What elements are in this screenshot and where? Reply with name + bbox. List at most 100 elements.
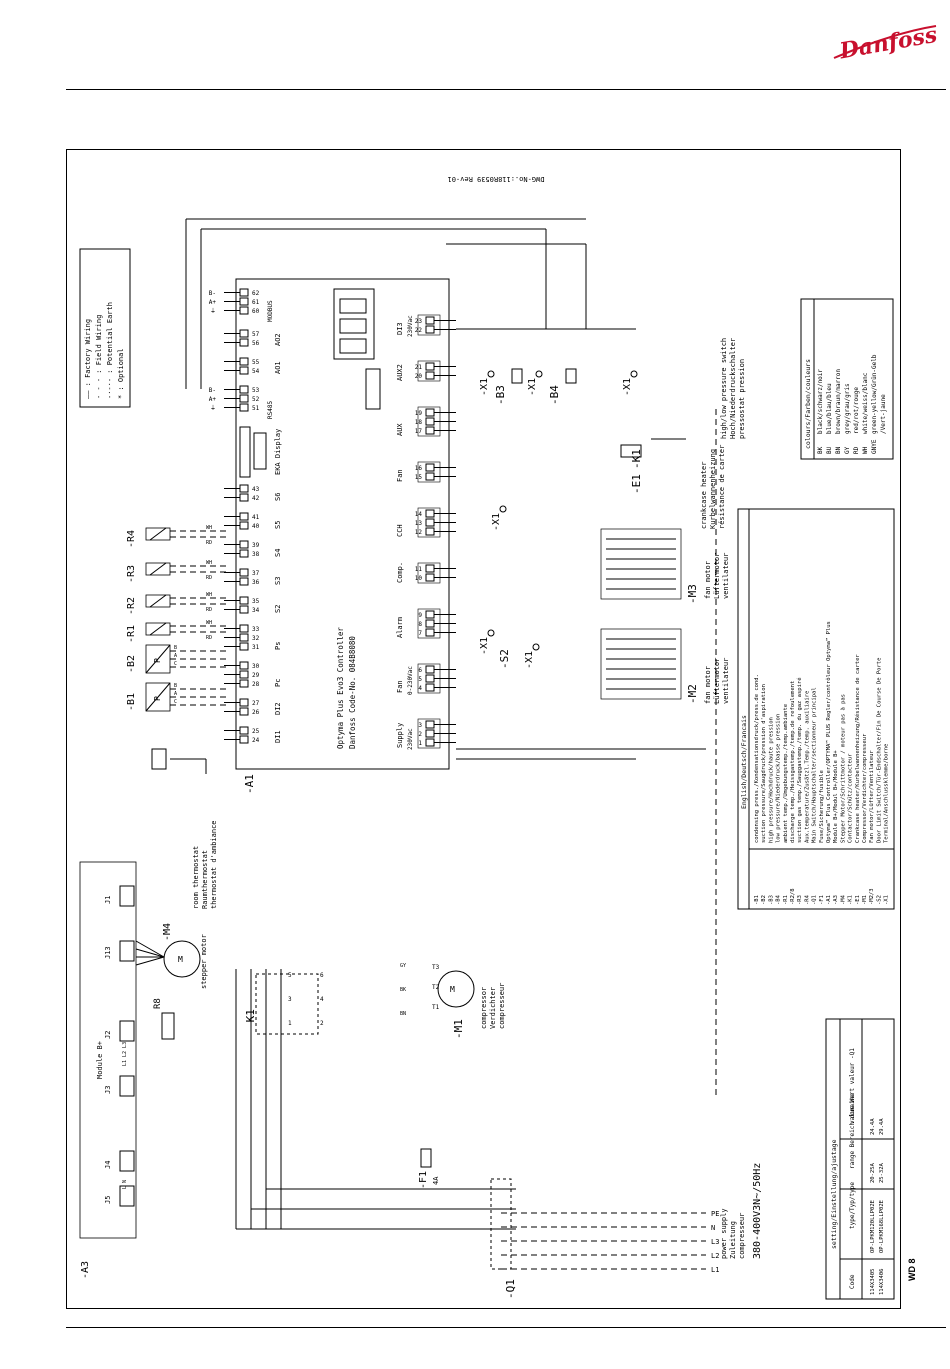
- component-code: -F1: [819, 895, 825, 905]
- terminal-number: 52: [252, 396, 260, 403]
- motor-symbol: M: [178, 955, 183, 964]
- terminal-number: 34: [252, 607, 260, 614]
- supply-voltage: 380-400V3N~/50Hz: [752, 1163, 763, 1259]
- stepper-caption: stepper motor: [200, 934, 208, 989]
- terminal-screw: [239, 385, 249, 394]
- heater-caption: Kurbelwannenheizung: [709, 449, 717, 529]
- terminal-screw: [425, 316, 435, 325]
- terminal-number: 11: [415, 566, 423, 573]
- terminal-number: 27: [252, 700, 260, 707]
- supply-caption: Zuleitung: [729, 1221, 737, 1259]
- compressor-terminal: T3: [432, 964, 440, 971]
- terminal-screw: [239, 357, 249, 366]
- wire-pin: C: [174, 699, 177, 705]
- component-code: -B4: [776, 894, 782, 905]
- seven-seg-digit: [339, 338, 367, 354]
- colour-name: red/rot/rouge: [853, 387, 860, 434]
- module-bplus-box: [79, 861, 137, 1239]
- component-code: -R1: [783, 895, 789, 905]
- terminal-screw: [239, 670, 249, 679]
- terminal-screw: [239, 568, 249, 577]
- supply-label: L2: [711, 1252, 719, 1260]
- component-desc: Aux.temperature/Zusätzl.Temp./temp. auxi…: [804, 691, 810, 843]
- terminal-group-label: DI3: [396, 322, 404, 335]
- terminal-number: 22: [415, 327, 423, 334]
- terminal-screw: [239, 605, 249, 614]
- terminal-screw: [239, 735, 249, 744]
- terminal-screw: [239, 493, 249, 502]
- terminal-group-label: S5: [274, 521, 282, 529]
- colour-code: BK: [817, 446, 824, 454]
- eka-display-label: EKA Display: [274, 429, 282, 475]
- settings-header: type/Typ/type: [849, 1182, 856, 1229]
- terminal-screw: [239, 366, 249, 375]
- fan-caption: ventilateur: [722, 658, 730, 704]
- terminal-group-sub: 230Vac: [407, 728, 414, 750]
- wire-colour: RD: [206, 635, 212, 641]
- terminal-number: 30: [252, 663, 260, 670]
- terminal-screw: [239, 596, 249, 605]
- component-desc: high pressure/Hochdruck/haute pression: [768, 717, 774, 843]
- sensor-ref: -B1: [126, 693, 137, 711]
- component-desc: low pressure/Niederdruck/basse pression: [776, 714, 782, 843]
- ntc-sensor: [145, 527, 171, 541]
- module-label: Module B+: [96, 1041, 104, 1079]
- supply-label: PE: [711, 1210, 719, 1218]
- wire-colour: BK: [400, 987, 406, 993]
- relay-box: [417, 718, 441, 749]
- module-terminal-label: J13: [104, 946, 112, 959]
- transducer-symbol: P: [153, 696, 162, 701]
- terminal-screw: [425, 683, 435, 692]
- compressor-caption: compressor: [480, 987, 488, 1029]
- terminal-screw: [239, 624, 249, 633]
- stepper-motor-m4: [163, 940, 201, 978]
- terminal-number: 4: [418, 685, 422, 692]
- relay-box: [417, 360, 441, 382]
- transducer-diagonal: [145, 644, 171, 674]
- sheet-code: WD 8: [907, 1258, 917, 1282]
- x1-ref: -X1: [524, 651, 535, 669]
- terminal-screw: [425, 463, 435, 472]
- component-code: -K1: [848, 895, 854, 905]
- ntc-diagonal: [149, 594, 167, 608]
- terminal-group-label: S3: [274, 577, 282, 585]
- r8-ref: R8: [153, 998, 163, 1009]
- settings-header: range Bereich domaine: [849, 1093, 856, 1169]
- terminal-screw: [425, 738, 435, 747]
- terminal-group-label: DI2: [274, 702, 282, 715]
- heater-caption: crankcase heater: [700, 462, 708, 529]
- compressor-terminal: T1: [432, 1004, 440, 1011]
- terminal-screw: [239, 661, 249, 670]
- terminal-screw: [425, 472, 435, 481]
- wire-pin: A: [174, 691, 177, 697]
- fuse-f1: [420, 1148, 432, 1168]
- contact-number: 5: [288, 972, 292, 979]
- drawing-frame: [66, 149, 901, 1309]
- terminal-number: 24: [252, 737, 260, 744]
- x1-ref: -X1: [622, 378, 633, 396]
- terminal-group-label: S2: [274, 605, 282, 613]
- terminal-number: 36: [252, 579, 260, 586]
- heater-ref: -E1: [630, 474, 643, 494]
- pressure-caption: Hoch/Niederdruckschalter: [729, 338, 737, 439]
- terminal-number: 20: [415, 373, 423, 380]
- terminal-screw: [239, 484, 249, 493]
- module-pin-labels: L N: [122, 1180, 128, 1189]
- sensor-ref: -B2: [126, 655, 137, 673]
- component-code: -Q1: [812, 895, 818, 905]
- colour-code: GY: [844, 446, 851, 454]
- transducer-symbol: P: [153, 658, 162, 663]
- legend-row: - - - : Field Wiring: [95, 315, 103, 399]
- wire-pin: B: [174, 683, 177, 689]
- module-terminal-label: J5: [104, 1196, 112, 1204]
- contact-number: 2: [320, 1020, 324, 1027]
- component-desc: Optyma™ Plus Controller/OPTYMA™ PLUS Reg…: [825, 621, 832, 843]
- b3-ref: -B3: [494, 385, 507, 405]
- module-ref: -A3: [80, 1261, 91, 1279]
- supply-caption: compresseur: [738, 1213, 746, 1259]
- compressor-m1: [437, 970, 475, 1008]
- wire-colour: GY: [400, 963, 406, 969]
- controller-title: Optyma Plus Evo3 Controller: [336, 627, 345, 749]
- pressure-caption: pressostat pression: [738, 359, 746, 439]
- ntc-sensor: [145, 562, 171, 576]
